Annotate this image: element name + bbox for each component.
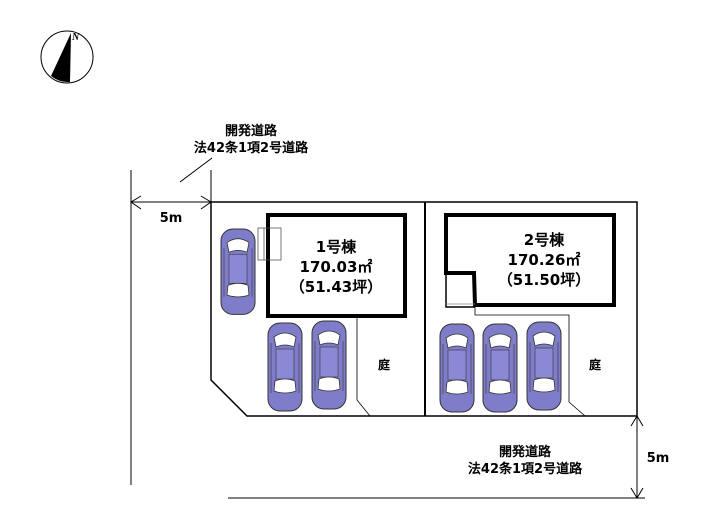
house-1-area-m2: 170.03㎡	[300, 258, 373, 276]
north-compass-icon: N	[40, 30, 94, 84]
garden-1-label: 庭	[378, 357, 390, 372]
top-road-label-1: 開発道路	[225, 123, 278, 139]
house-1-footprint[interactable]	[266, 213, 407, 318]
house-2-area-tsubo: （51.50坪）	[498, 271, 590, 289]
leader-line	[179, 157, 213, 183]
bottom-road-dimension	[228, 415, 645, 499]
bottom-road-label-1: 開発道路	[499, 444, 552, 460]
house-1-name: 1号棟	[316, 238, 357, 256]
top-road-dimension	[130, 170, 212, 485]
top-road-width: 5m	[160, 211, 183, 226]
parking-car-5	[482, 323, 518, 413]
parking-car-2	[267, 322, 303, 412]
parking-car-1	[220, 228, 256, 315]
house-1-area-tsubo: （51.43坪）	[290, 278, 382, 296]
house-2-name: 2号棟	[524, 231, 565, 249]
bottom-road-label-2: 法42条1項2号道路	[468, 461, 583, 477]
lot-boundary	[210, 201, 638, 417]
top-road-label-2: 法42条1項2号道路	[194, 140, 309, 156]
parking-car-4	[439, 323, 475, 413]
house-2-area-m2: 170.26㎡	[508, 251, 581, 269]
garden-2-boundary	[474, 307, 586, 417]
garden-1-boundary	[356, 318, 371, 417]
parking-car-3	[311, 320, 347, 410]
parking-car-6	[526, 321, 562, 411]
north-label: N	[71, 32, 80, 43]
house-1-entrance-step	[257, 227, 282, 261]
bottom-road-width: 5m	[647, 451, 670, 466]
garden-2-label: 庭	[589, 357, 601, 372]
